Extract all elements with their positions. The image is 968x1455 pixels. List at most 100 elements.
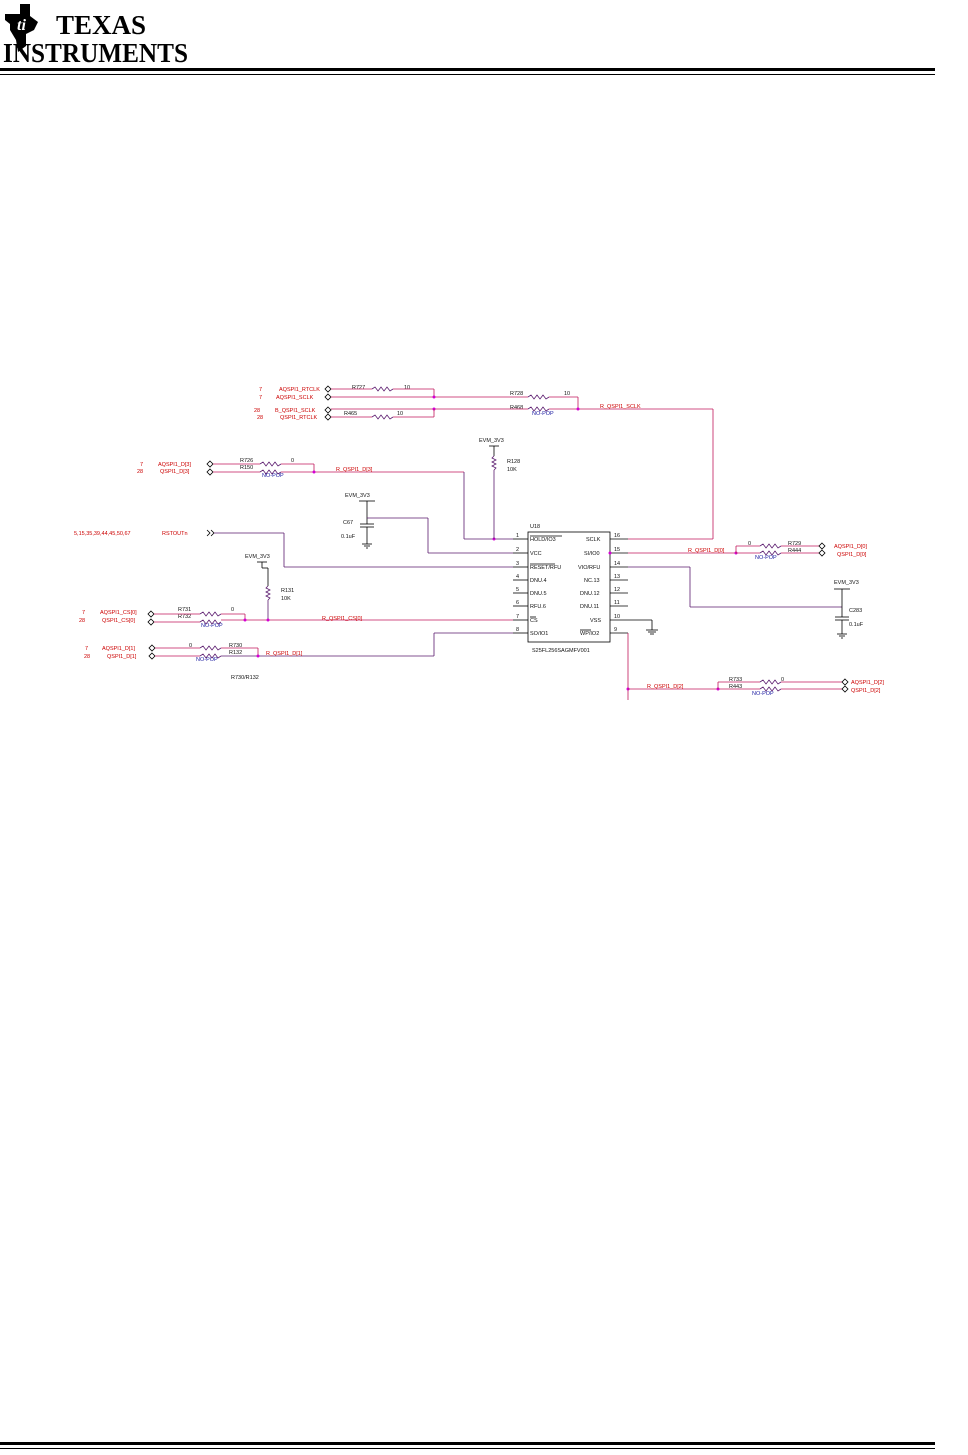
net-qspi1-d3: QSPI1_D[3] — [160, 469, 190, 475]
svg-text:5: 5 — [516, 587, 519, 593]
net-aqspi1-d1: AQSPI1_D[1] — [102, 646, 135, 652]
svg-text:TEXAS: TEXAS — [56, 10, 146, 40]
r733-ref: R733 — [729, 677, 742, 683]
pin-dnu4: DNU.4 — [530, 578, 547, 584]
svg-text:10K: 10K — [281, 596, 291, 602]
vss-ground — [628, 619, 658, 635]
c67-ref: C67 — [343, 520, 353, 526]
svg-text:0: 0 — [291, 458, 294, 464]
net-rstoutn: RSTOUTn — [162, 531, 188, 537]
r728-ref: R728 — [510, 391, 523, 397]
svg-text:9: 9 — [614, 627, 617, 633]
svg-text:8: 8 — [516, 627, 519, 633]
footer-rule-thin — [0, 1448, 935, 1449]
pin-wp: WP/IO2 — [580, 631, 599, 637]
svg-text:5,15,35,39,44,45,50,67: 5,15,35,39,44,45,50,67 — [74, 531, 131, 537]
resistor-note: R730/R132 — [231, 675, 259, 681]
svg-text:NO-POP: NO-POP — [262, 473, 284, 479]
r726-ref: R726 — [240, 458, 253, 464]
net-r-qspi1-d0: R_QSPI1_D[0] — [688, 548, 725, 554]
r727-ref: R727 — [352, 385, 365, 391]
r731-ref: R731 — [178, 607, 191, 613]
ic-part-number: S25FL256SAGMFV001 — [532, 648, 590, 654]
net-aqspi1-rtclk: AQSPI1_RTCLK — [279, 387, 320, 393]
svg-text:0.1uF: 0.1uF — [849, 622, 864, 628]
d2-section: R_QSPI1_D[2] R733 0 R443 NO-POP AQSPI1_D… — [626, 633, 884, 700]
pin-dnu12: DNU.12 — [580, 591, 600, 597]
pin-dnu11: DNU.11 — [580, 604, 599, 610]
svg-text:15: 15 — [614, 547, 620, 553]
net-r-qspi1-sclk: R_QSPI1_SCLK — [600, 404, 641, 410]
net-qspi1-d0: QSPI1_D[0] — [837, 552, 867, 558]
logo-text-instruments: INSTRUMENTS — [3, 38, 188, 68]
svg-text:7: 7 — [140, 462, 143, 468]
svg-text:10: 10 — [614, 614, 620, 620]
svg-text:0: 0 — [189, 643, 192, 649]
svg-text:10K: 10K — [507, 467, 517, 473]
svg-text:7: 7 — [516, 614, 519, 620]
svg-text:4: 4 — [516, 574, 519, 580]
net-aqspi1-d2: AQSPI1_D[2] — [851, 680, 884, 686]
svg-text:1: 1 — [516, 533, 519, 539]
svg-text:16: 16 — [614, 533, 620, 539]
clock-section: 7 AQSPI1_RTCLK 7 AQSPI1_SCLK 28 B_QSPI1_… — [254, 385, 714, 540]
pin-vio: VIO/RFU — [578, 565, 600, 571]
net-aqspi1-d3: AQSPI1_D[3] — [158, 462, 191, 468]
svg-text:12: 12 — [614, 587, 620, 593]
net-qspi1-d2: QSPI1_D[2] — [851, 688, 881, 694]
svg-text:NO-POP: NO-POP — [755, 555, 777, 561]
svg-text:11: 11 — [614, 600, 620, 606]
evm3v3-label-2: EVM_3V3 — [345, 493, 370, 499]
svg-text:NO-POP: NO-POP — [752, 691, 774, 697]
pin-rfu6: RFU.6 — [530, 604, 546, 610]
svg-text:7: 7 — [259, 387, 262, 393]
r128-ref: R128 — [507, 459, 520, 465]
reset-section: 5,15,35,39,44,45,50,67 RSTOUTn — [74, 529, 513, 568]
vio-decoupling: EVM_3V3 C283 0.1uF — [628, 566, 864, 639]
svg-text:10: 10 — [397, 411, 403, 417]
r443-ref: R443 — [729, 684, 742, 690]
d3-section: 7 AQSPI1_D[3] 28 QSPI1_D[3] R726 0 R150 … — [137, 438, 520, 541]
pin-cs: CS — [530, 618, 538, 624]
pin-so: SO/IO1 — [530, 631, 548, 637]
svg-text:0: 0 — [231, 607, 234, 613]
r729-ref: R729 — [788, 541, 801, 547]
ic-refdes: U18 — [530, 524, 540, 530]
net-r-qspi1-d3: R_QSPI1_D[3] — [336, 467, 373, 473]
pin-hold: HOLD/IO3 — [530, 537, 556, 543]
svg-text:0: 0 — [748, 541, 751, 547]
net-qspi1-cs0: QSPI1_CS[0] — [102, 618, 135, 624]
pin-sclk: SCLK — [586, 537, 601, 543]
pin-dnu5: DNU.5 — [530, 591, 547, 597]
net-b-qspi1-sclk: B_QSPI1_SCLK — [275, 408, 316, 414]
svg-text:10: 10 — [404, 385, 410, 391]
logo-text-texas: TEXAS — [56, 10, 146, 40]
evm3v3-label-1: EVM_3V3 — [479, 438, 504, 444]
r468-ref: R468 — [510, 405, 523, 411]
net-r-qspi1-cs0: R_QSPI1_CS[0] — [322, 616, 363, 622]
r132-ref: R132 — [229, 650, 242, 656]
svg-text:6: 6 — [516, 600, 519, 606]
d0-section: R_QSPI1_D[0] 0 R729 R444 NO-POP AQSPI1_D… — [608, 541, 867, 561]
r444-ref: R444 — [788, 548, 801, 554]
header-rule-thick — [0, 68, 935, 71]
net-qspi1-rtclk: QSPI1_RTCLK — [280, 415, 318, 421]
vcc-decoupling: EVM_3V3 C67 0.1uF — [341, 493, 513, 554]
svg-text:7: 7 — [82, 610, 85, 616]
svg-text:INSTRUMENTS: INSTRUMENTS — [3, 38, 188, 68]
svg-text:NO-POP: NO-POP — [532, 411, 554, 417]
net-r-qspi1-d1: R_QSPI1_D[1] — [266, 651, 303, 657]
svg-text:NO-POP: NO-POP — [196, 657, 218, 663]
pin-reset: RESET/RFU — [530, 565, 561, 571]
svg-text:0: 0 — [781, 677, 784, 683]
svg-text:28: 28 — [137, 469, 143, 475]
svg-text:28: 28 — [254, 408, 260, 414]
net-qspi1-d1: QSPI1_D[1] — [107, 654, 137, 660]
svg-text:NO-POP: NO-POP — [201, 623, 223, 629]
d1-section: 7 AQSPI1_D[1] 28 QSPI1_D[1] 0 R730 R132 … — [84, 632, 513, 681]
net-r-qspi1-d2: R_QSPI1_D[2] — [647, 684, 684, 690]
c283-ref: C283 — [849, 608, 862, 614]
r732-ref: R732 — [178, 614, 191, 620]
